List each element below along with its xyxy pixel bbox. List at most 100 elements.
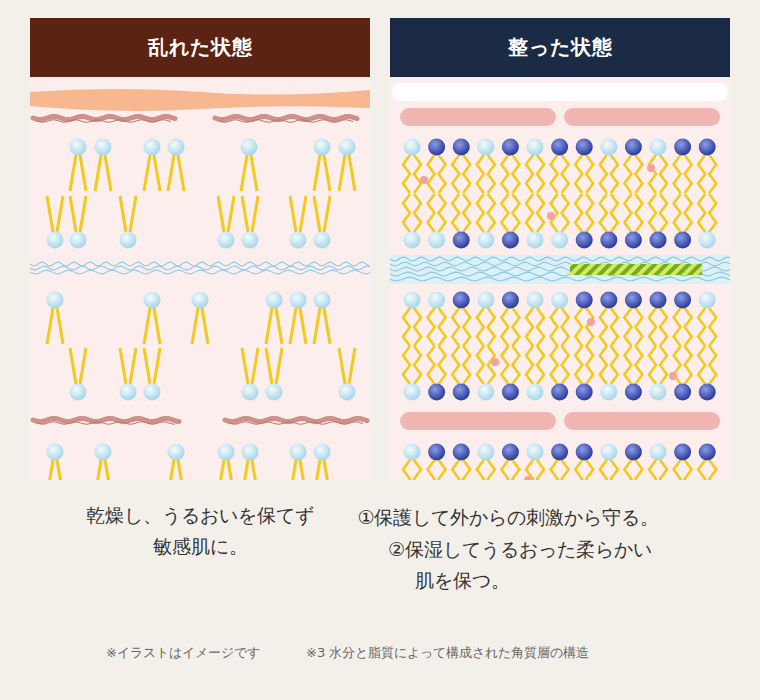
- lipid-head: [70, 232, 87, 249]
- lipid-head: [502, 232, 519, 249]
- lipid-head: [674, 444, 691, 461]
- lipid-tail: [120, 196, 126, 232]
- lipid-tail: [674, 194, 681, 232]
- lipid-head: [314, 444, 331, 461]
- lipid-tail: [685, 460, 692, 480]
- lipid-tail: [314, 155, 320, 191]
- lipid-tail: [70, 196, 76, 232]
- lipid-head: [428, 232, 445, 249]
- lipid-tail: [242, 196, 248, 232]
- lipid-head: [650, 384, 667, 401]
- lipid-tail: [698, 460, 705, 480]
- lipid-tail: [709, 460, 716, 480]
- lipid-tail: [47, 460, 53, 480]
- lipid-tail: [314, 460, 320, 480]
- lipid-tail: [144, 155, 150, 191]
- lipid-tail: [674, 460, 681, 480]
- lipid-tail: [339, 348, 345, 384]
- lipid-tail: [414, 155, 421, 193]
- state-panel: 整った状態: [390, 18, 730, 77]
- lipid-head: [674, 384, 691, 401]
- lipid-tail: [80, 348, 86, 384]
- lipid-head: [47, 444, 64, 461]
- lipid-tail: [709, 346, 716, 384]
- lipid-tail: [70, 155, 76, 191]
- lipid-tail: [300, 308, 306, 344]
- lipid-tail: [685, 194, 692, 232]
- lipid-head: [699, 444, 716, 461]
- lipid-tail: [324, 155, 330, 191]
- lipid-head: [674, 292, 691, 309]
- lipid-head: [650, 444, 667, 461]
- lipid-tail: [537, 460, 544, 480]
- lipid-tail: [501, 460, 508, 480]
- lipid-tail: [144, 348, 150, 384]
- lipid-tail: [463, 308, 470, 346]
- lipid-tail: [439, 155, 446, 193]
- lipid-head: [527, 139, 544, 156]
- lipid-tail: [439, 308, 446, 346]
- lipid-tail: [252, 196, 258, 232]
- lipid-head: [47, 292, 64, 309]
- lipid-tail: [624, 460, 631, 480]
- lipid-tail: [586, 308, 593, 346]
- lipid-tail: [698, 194, 705, 232]
- lipid-head: [527, 232, 544, 249]
- lipid-head: [144, 139, 161, 156]
- moisture-dot: [420, 176, 428, 184]
- lipid-head: [95, 444, 112, 461]
- lipid-head: [699, 384, 716, 401]
- caption: ②保湿してうるおった柔らかい 肌を保つ。: [388, 534, 735, 596]
- lipid-tail: [154, 155, 160, 191]
- lipid-tail: [562, 194, 569, 232]
- lipid-tail: [452, 346, 459, 384]
- lipid-tail: [674, 308, 681, 346]
- lipid-tail: [57, 460, 63, 480]
- lipid-head: [527, 384, 544, 401]
- lipid-tail: [168, 460, 174, 480]
- lipid-tail: [660, 346, 667, 384]
- lipid-tail: [463, 194, 470, 232]
- lipid-tail: [192, 308, 198, 344]
- lipid-tail: [649, 155, 656, 193]
- skin-surface: [392, 83, 728, 101]
- lipid-head: [339, 139, 356, 156]
- lipid-head: [242, 444, 259, 461]
- panel-header: 整った状態: [390, 18, 730, 77]
- lipid-head: [600, 384, 617, 401]
- lipid-tail: [575, 346, 582, 384]
- lipid-head: [576, 384, 593, 401]
- lipid-head: [625, 384, 642, 401]
- lipid-head: [70, 139, 87, 156]
- lipid-head: [625, 444, 642, 461]
- lipid-tail: [501, 155, 508, 193]
- lipid-tail: [501, 194, 508, 232]
- cell-bar: [400, 108, 556, 126]
- moisture-dot: [547, 212, 555, 220]
- lipid-tail: [562, 460, 569, 480]
- lipid-tail: [575, 155, 582, 193]
- lipid-head: [477, 444, 494, 461]
- lipid-tail: [586, 194, 593, 232]
- ordered-layer: [390, 83, 730, 480]
- lipid-tail: [698, 346, 705, 384]
- lipid-head: [218, 232, 235, 249]
- lipid-tail: [600, 308, 607, 346]
- lipid-head: [192, 292, 209, 309]
- cell-bar: [400, 412, 556, 430]
- lipid-tail: [228, 196, 234, 232]
- lipid-tail: [562, 308, 569, 346]
- lipid-head: [699, 292, 716, 309]
- lipid-tail: [202, 308, 208, 344]
- lipid-tail: [47, 308, 53, 344]
- panel-header: 乱れた状態: [30, 18, 370, 77]
- lipid-head: [428, 139, 445, 156]
- lipid-tail: [314, 196, 320, 232]
- lipid-tail: [144, 308, 150, 344]
- lipid-head: [625, 232, 642, 249]
- lipid-head: [650, 232, 667, 249]
- lipid-tail: [452, 308, 459, 346]
- lipid-tail: [414, 194, 421, 232]
- water-line: [30, 266, 370, 270]
- lipid-tail: [242, 460, 248, 480]
